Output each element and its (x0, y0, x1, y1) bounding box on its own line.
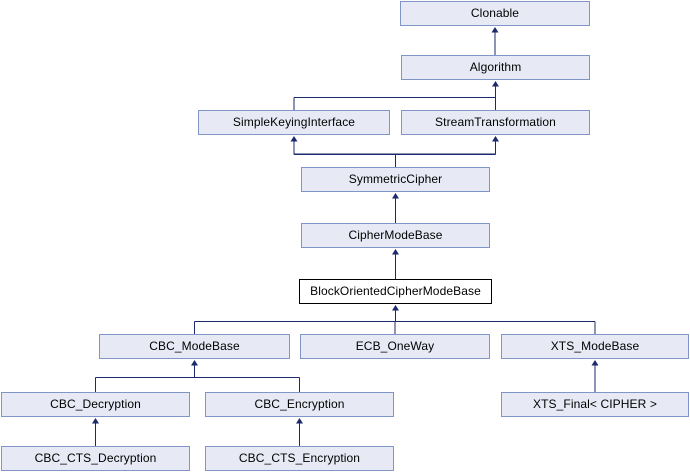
class-node-label: CBC_Encryption (254, 397, 345, 411)
class-node-label: StreamTransformation (435, 115, 556, 129)
class-node-cbcdecryption[interactable]: CBC_Decryption (1, 392, 190, 417)
class-node-label: CBC_Decryption (50, 397, 141, 411)
class-node-label: CipherModeBase (348, 228, 443, 242)
class-node-simplekeying[interactable]: SimpleKeyingInterface (198, 110, 390, 135)
class-node-label: CBC_ModeBase (149, 339, 240, 353)
class-node-ciphermodebase[interactable]: CipherModeBase (301, 223, 490, 248)
class-node-xtsmodebase[interactable]: XTS_ModeBase (501, 334, 689, 359)
class-node-label: BlockOrientedCipherModeBase (310, 284, 481, 298)
class-node-algorithm[interactable]: Algorithm (401, 55, 590, 80)
class-node-label: ECB_OneWay (355, 339, 435, 353)
class-node-xtsfinal[interactable]: XTS_Final< CIPHER > (501, 392, 689, 417)
class-node-cbcencryption[interactable]: CBC_Encryption (205, 392, 394, 417)
class-node-label: CBC_CTS_Decryption (34, 451, 157, 465)
class-node-label: XTS_Final< CIPHER > (533, 397, 657, 411)
class-node-blockoriented[interactable]: BlockOrientedCipherModeBase (299, 279, 492, 304)
class-node-symmetriccipher[interactable]: SymmetricCipher (301, 167, 490, 192)
class-node-cbcctsdecrypt[interactable]: CBC_CTS_Decryption (1, 446, 190, 471)
class-node-cbcctsencrypt[interactable]: CBC_CTS_Encryption (205, 446, 394, 471)
class-node-label: SymmetricCipher (348, 172, 443, 186)
class-node-label: XTS_ModeBase (550, 339, 640, 353)
class-node-label: Clonable (470, 6, 520, 20)
class-node-ecboneway[interactable]: ECB_OneWay (300, 334, 490, 359)
class-node-cbcmodebase[interactable]: CBC_ModeBase (99, 334, 290, 359)
class-node-streamtransform[interactable]: StreamTransformation (401, 110, 590, 135)
class-node-clonable[interactable]: Clonable (400, 1, 590, 26)
class-node-label: Algorithm (469, 60, 522, 74)
class-node-label: SimpleKeyingInterface (232, 115, 356, 129)
class-node-label: CBC_CTS_Encryption (238, 451, 361, 465)
